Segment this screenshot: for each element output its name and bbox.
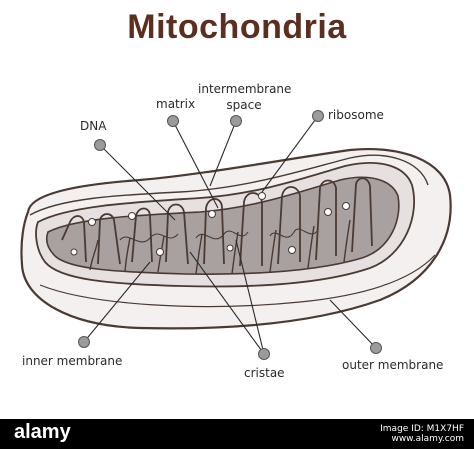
ribosome-dots <box>70 192 350 256</box>
diagram-title: Mitochondria <box>127 8 347 46</box>
outer-membrane-rim <box>29 154 429 216</box>
image-id-text: Image ID: M1X7HF <box>380 424 464 434</box>
ribosome-marker <box>312 110 324 122</box>
intermembrane-label-line2: space <box>226 98 262 112</box>
alamy-logo: alamy <box>14 421 71 443</box>
cristae-folds <box>61 177 373 267</box>
inner-membrane-label: inner membrane <box>22 354 123 368</box>
inner-membrane-marker <box>78 336 90 348</box>
cristae-label: cristae <box>244 366 285 380</box>
intermembrane-label-line1: intermembrane <box>198 82 292 96</box>
dna-marker <box>94 139 106 151</box>
image-id-block: Image ID: M1X7HF www.alamy.com <box>380 424 464 444</box>
dna-strand <box>119 228 319 243</box>
matrix-marker <box>167 115 179 127</box>
intermembrane-marker <box>230 115 242 127</box>
site-url-text: www.alamy.com <box>391 434 464 444</box>
dna-label: DNA <box>80 119 107 133</box>
ribosome-label: ribosome <box>328 108 384 122</box>
leader-lines <box>83 115 377 355</box>
label-markers <box>78 110 382 360</box>
outer-membrane-label: outer membrane <box>342 358 444 372</box>
watermark-footer: alamy Image ID: M1X7HF www.alamy.com <box>0 419 474 449</box>
matrix-label: matrix <box>156 97 196 111</box>
outer-membrane-lower-edge <box>39 254 436 308</box>
cristae-marker <box>258 348 270 360</box>
outer-membrane-marker <box>370 342 382 354</box>
